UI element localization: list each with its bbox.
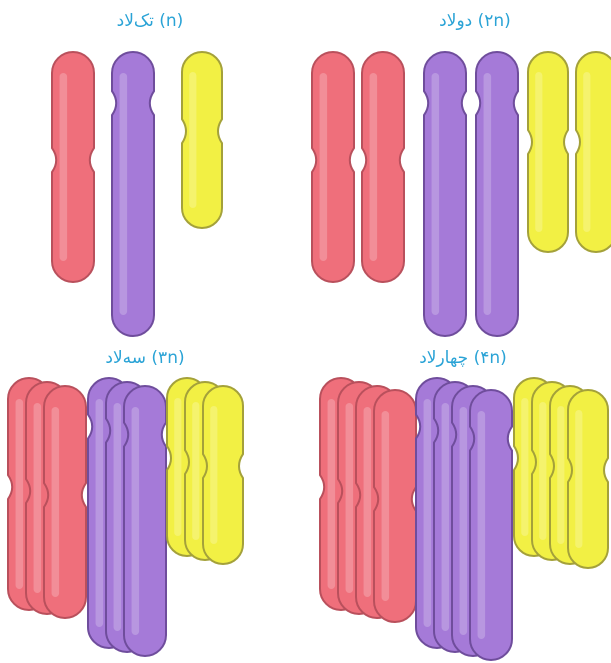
triploid-red-chromosome-3 bbox=[44, 386, 86, 618]
diploid-red-chromosome-2 bbox=[362, 52, 404, 282]
diploid-yellow-chromosome-1 bbox=[528, 52, 568, 252]
tetraploid-red-chromosome-4 bbox=[374, 390, 416, 622]
triploid-yellow-chromosome-3 bbox=[203, 386, 243, 564]
diploid-purple-chromosome-2 bbox=[476, 52, 518, 336]
haploid-yellow-chromosome-1 bbox=[182, 52, 222, 228]
chromosome-layer bbox=[8, 52, 611, 660]
title-diploid: دولاد (۲n) bbox=[439, 11, 511, 31]
haploid-red-chromosome-1 bbox=[52, 52, 94, 282]
title-haploid: تک‌لاد (n) bbox=[117, 11, 184, 31]
haploid-purple-chromosome-1 bbox=[112, 52, 154, 336]
diploid-purple-chromosome-1 bbox=[424, 52, 466, 336]
title-tetraploid: چهارلاد (۴n) bbox=[419, 348, 507, 368]
triploid-purple-chromosome-3 bbox=[124, 386, 166, 656]
tetraploid-purple-chromosome-4 bbox=[470, 390, 512, 660]
diploid-red-chromosome-1 bbox=[312, 52, 354, 282]
diploid-yellow-chromosome-2 bbox=[576, 52, 611, 252]
title-triploid: سه‌لاد (۳n) bbox=[105, 348, 184, 368]
tetraploid-yellow-chromosome-4 bbox=[568, 390, 608, 568]
